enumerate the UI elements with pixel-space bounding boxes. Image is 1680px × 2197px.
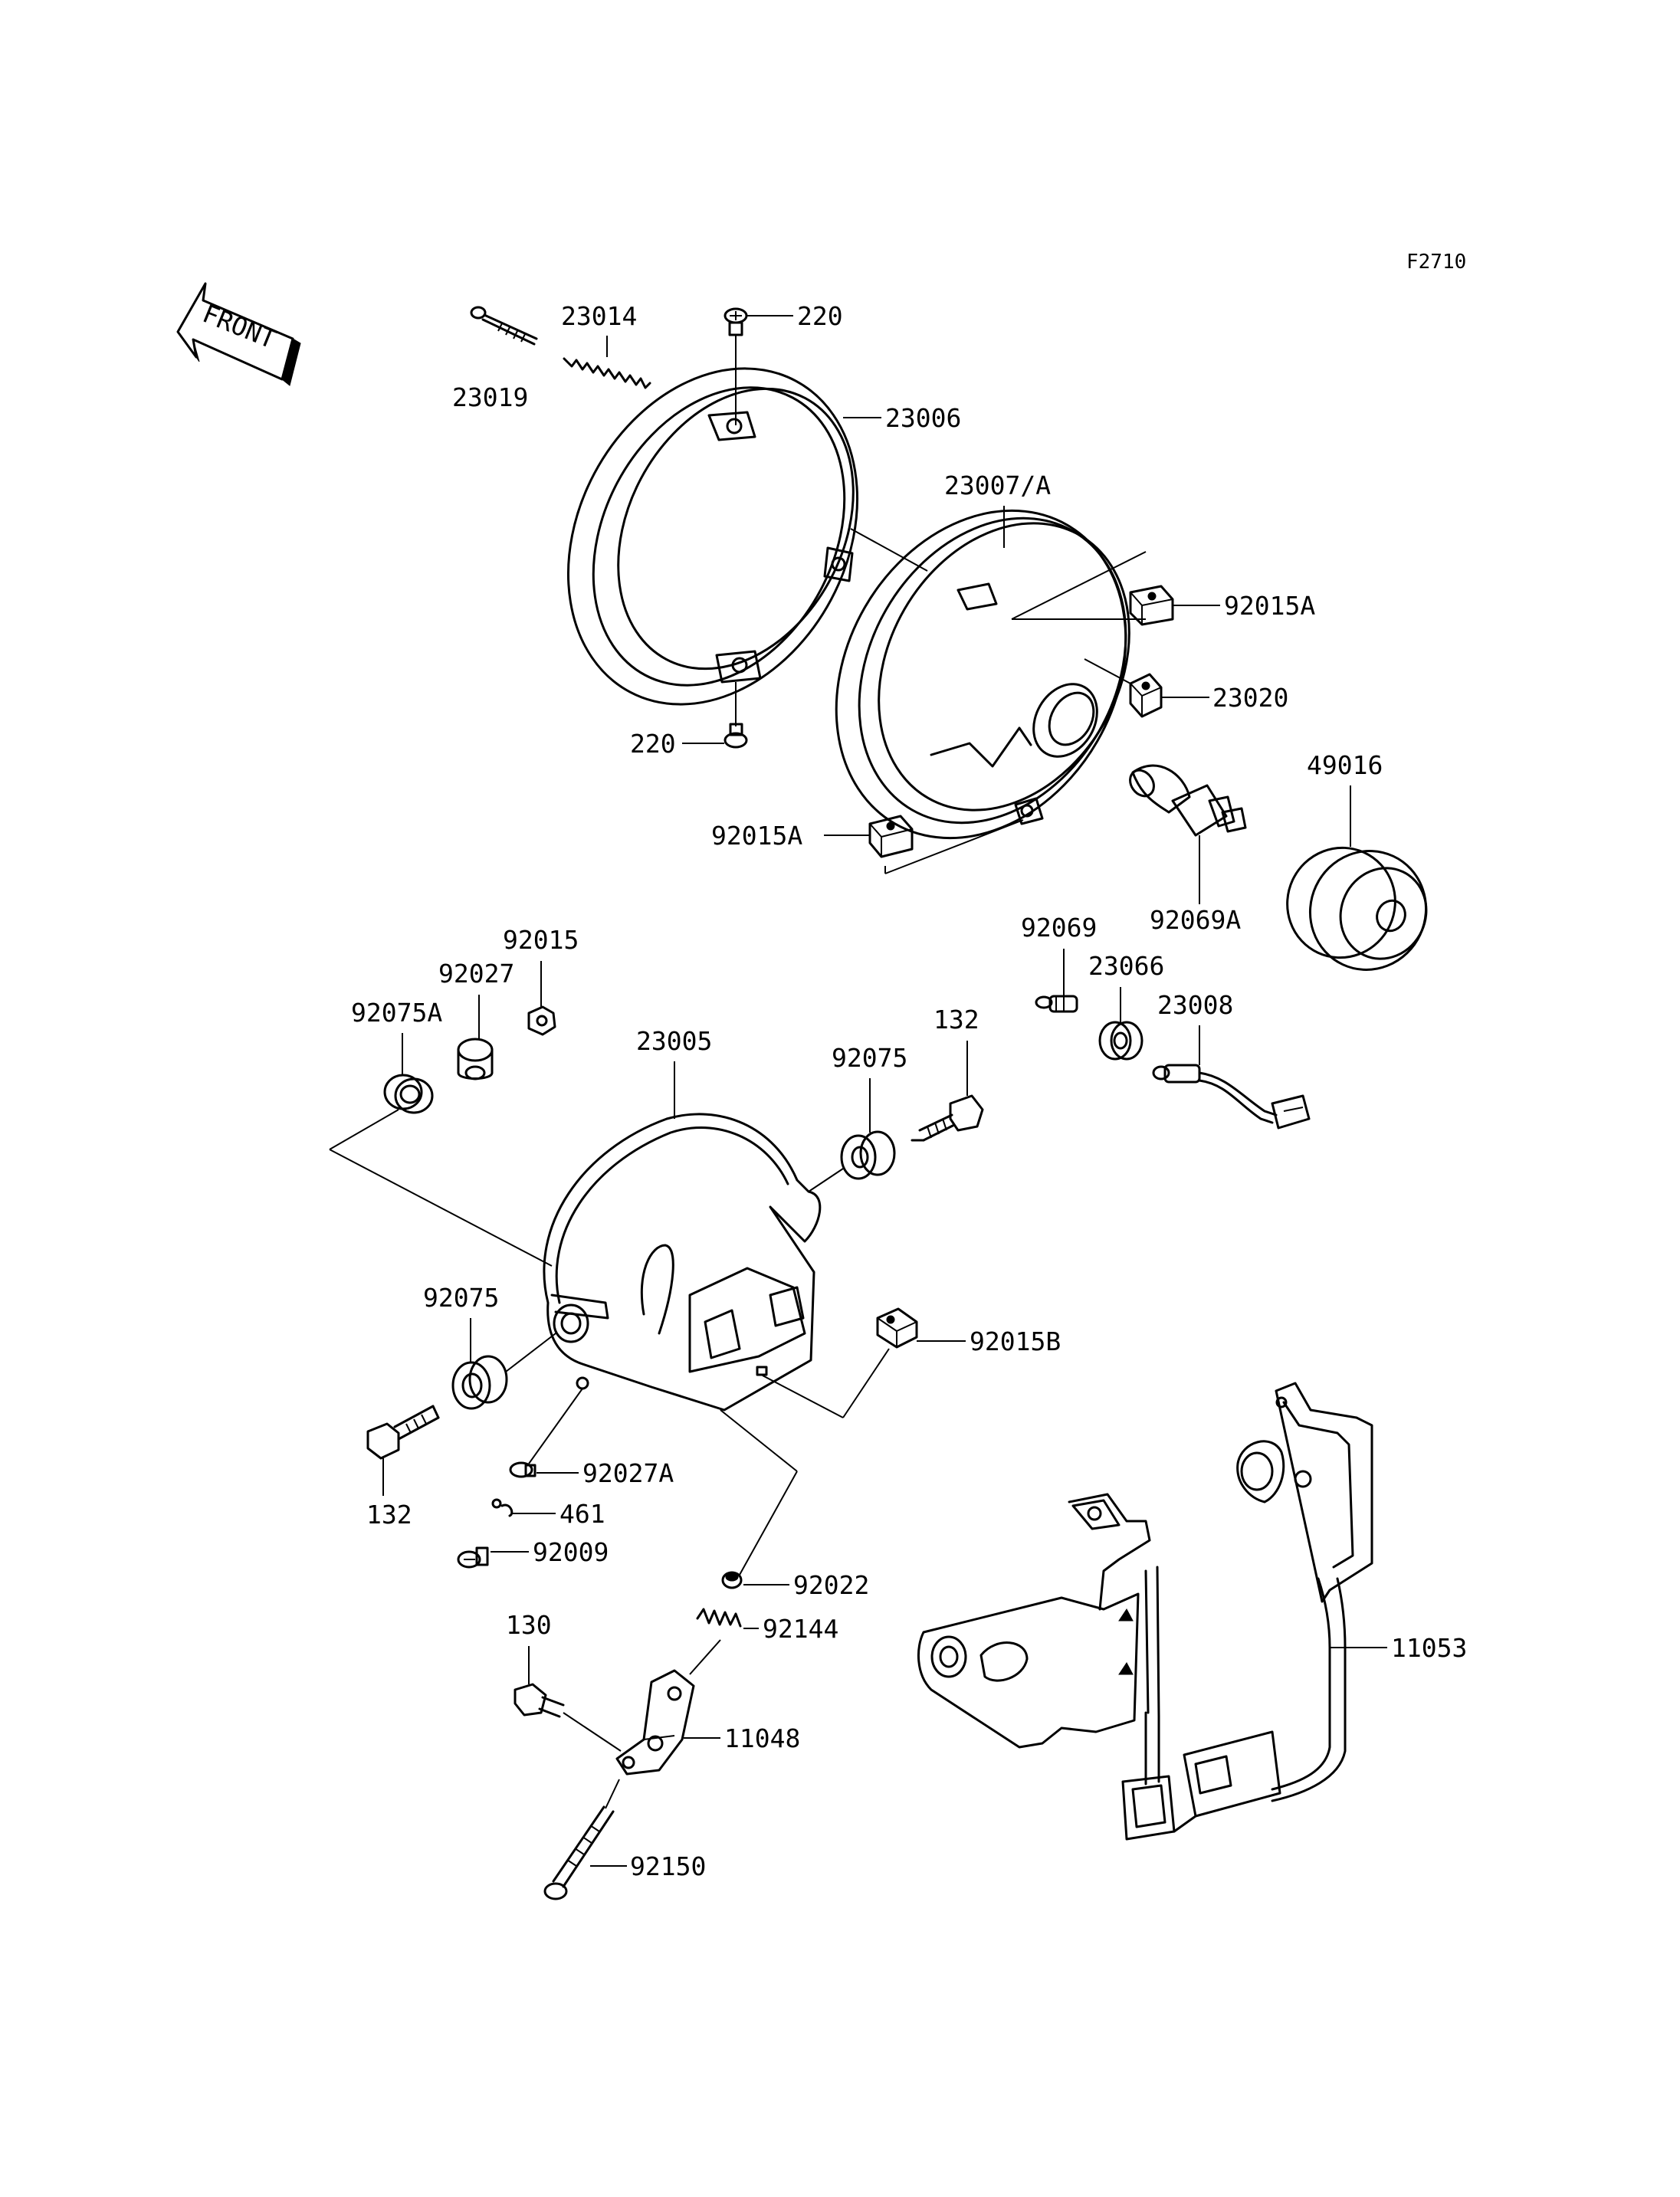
socket-23008 <box>1152 1064 1311 1130</box>
bolt-132-right <box>911 1094 984 1142</box>
bolt-132-left <box>366 1405 440 1460</box>
label-220-top: 220 <box>797 301 843 331</box>
screw-92150 <box>543 1779 620 1900</box>
front-direction-arrow: FRONT <box>176 282 301 386</box>
figure-code: F2710 <box>1406 251 1466 274</box>
grommet-92075-left <box>451 1355 508 1410</box>
label-461: 461 <box>559 1499 605 1529</box>
label-92015A-bottom: 92015A <box>711 821 802 851</box>
bulb-92069A <box>1129 764 1247 837</box>
label-92015B: 92015B <box>970 1326 1061 1356</box>
label-49016: 49016 <box>1307 750 1383 780</box>
screw-23019 <box>470 306 538 346</box>
headlight-unit-23007A <box>835 509 1130 840</box>
screw-220-bottom <box>724 682 748 749</box>
label-92150: 92150 <box>630 1851 706 1881</box>
grommet-92075-right <box>840 1130 896 1180</box>
collar-92027A <box>509 1461 536 1478</box>
label-11053: 11053 <box>1391 1633 1467 1663</box>
label-92015: 92015 <box>503 925 579 955</box>
nut-92022 <box>721 1571 743 1589</box>
label-23008: 23008 <box>1157 990 1233 1020</box>
label-23005: 23005 <box>636 1026 712 1056</box>
label-92015A-top: 92015A <box>1224 591 1315 621</box>
bulb-92069 <box>1035 995 1078 1013</box>
nut-92015B <box>876 1307 918 1349</box>
label-92075-right: 92075 <box>832 1043 907 1073</box>
bracket-11048 <box>615 1669 695 1776</box>
screw-92009 <box>457 1546 489 1569</box>
screw-220-top <box>724 307 748 336</box>
mount-bracket-11053 <box>917 1382 1373 1841</box>
nut-92015 <box>527 1005 556 1036</box>
rim-ring-23006 <box>566 367 859 706</box>
dust-cover-49016 <box>1286 846 1428 971</box>
label-92075A: 92075A <box>351 998 442 1028</box>
label-23019: 23019 <box>452 382 528 412</box>
label-23006: 23006 <box>885 403 961 433</box>
label-23020: 23020 <box>1212 683 1288 713</box>
nut-92015A-top <box>1129 585 1174 626</box>
label-130: 130 <box>506 1610 552 1640</box>
label-92027: 92027 <box>438 959 514 989</box>
label-23007A: 23007/A <box>944 471 1051 500</box>
label-92022: 92022 <box>793 1570 869 1600</box>
front-label: FRONT <box>199 298 281 354</box>
label-23014: 23014 <box>561 301 637 331</box>
grommet-92075A <box>383 1074 434 1114</box>
spring-92144 <box>696 1608 742 1628</box>
label-11048: 11048 <box>724 1723 800 1753</box>
spring-23014 <box>563 357 651 389</box>
nut-92015A-bottom <box>868 815 914 858</box>
label-92027A: 92027A <box>582 1458 674 1488</box>
label-23066: 23066 <box>1088 951 1164 981</box>
label-92069: 92069 <box>1021 913 1097 943</box>
grommet-23066 <box>1098 1021 1144 1061</box>
label-92069A: 92069A <box>1150 905 1241 935</box>
label-92144: 92144 <box>763 1614 838 1644</box>
label-92009: 92009 <box>533 1537 609 1567</box>
collar-92027 <box>457 1038 494 1080</box>
label-132-left: 132 <box>366 1500 412 1530</box>
label-92075-left: 92075 <box>423 1283 499 1313</box>
label-220-bottom: 220 <box>630 729 676 759</box>
label-132-right: 132 <box>934 1005 979 1035</box>
housing-23005 <box>543 1113 822 1412</box>
nut-23020 <box>1129 673 1163 718</box>
bolt-130 <box>514 1683 565 1718</box>
clip-461 <box>491 1498 514 1517</box>
